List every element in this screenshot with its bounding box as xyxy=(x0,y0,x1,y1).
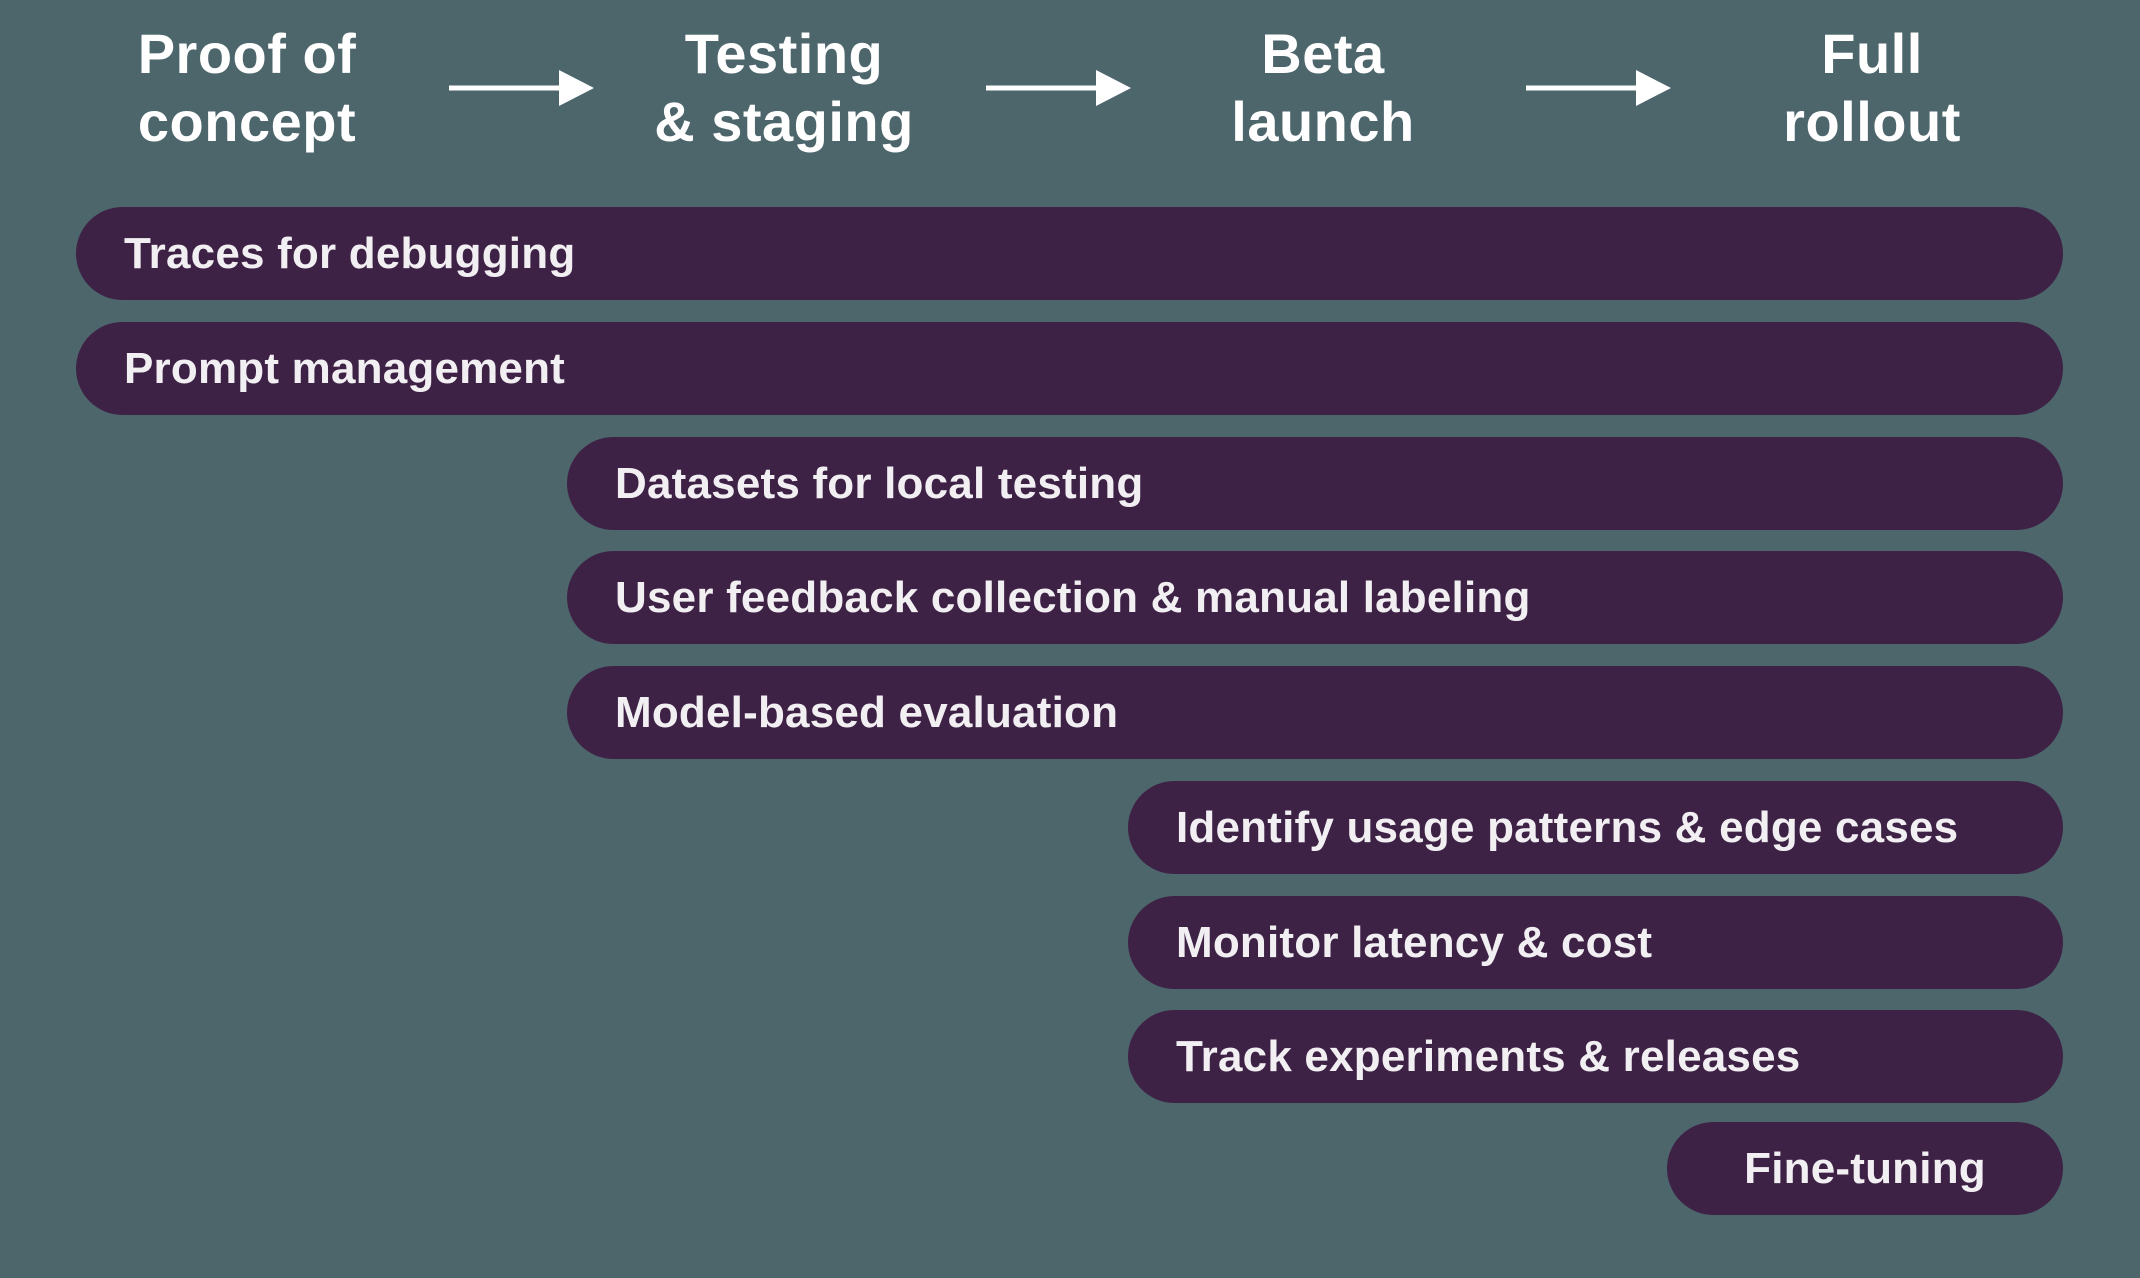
bar-fine-tuning: Fine-tuning xyxy=(1667,1122,2063,1215)
bar-identify-usage-patterns: Identify usage patterns & edge cases xyxy=(1128,781,2063,874)
arrow-right-icon xyxy=(986,70,1131,106)
arrow-right-icon xyxy=(1526,70,1671,106)
bar-track-experiments-releases: Track experiments & releases xyxy=(1128,1010,2063,1103)
bar-traces-for-debugging: Traces for debugging xyxy=(76,207,2063,300)
bar-monitor-latency-cost: Monitor latency & cost xyxy=(1128,896,2063,989)
stage-header-full-rollout: Full rollout xyxy=(1783,22,1961,153)
bar-datasets-for-local-testing: Datasets for local testing xyxy=(567,437,2063,530)
bar-user-feedback-collection: User feedback collection & manual labeli… xyxy=(567,551,2063,644)
bar-prompt-management: Prompt management xyxy=(76,322,2063,415)
stage-header-proof-of-concept: Proof of concept xyxy=(137,22,357,153)
bar-model-based-evaluation: Model-based evaluation xyxy=(567,666,2063,759)
stage-header-beta-launch: Beta launch xyxy=(1231,22,1415,153)
stage-header-testing-staging: Testing & staging xyxy=(654,22,914,153)
arrow-right-icon xyxy=(449,70,594,106)
